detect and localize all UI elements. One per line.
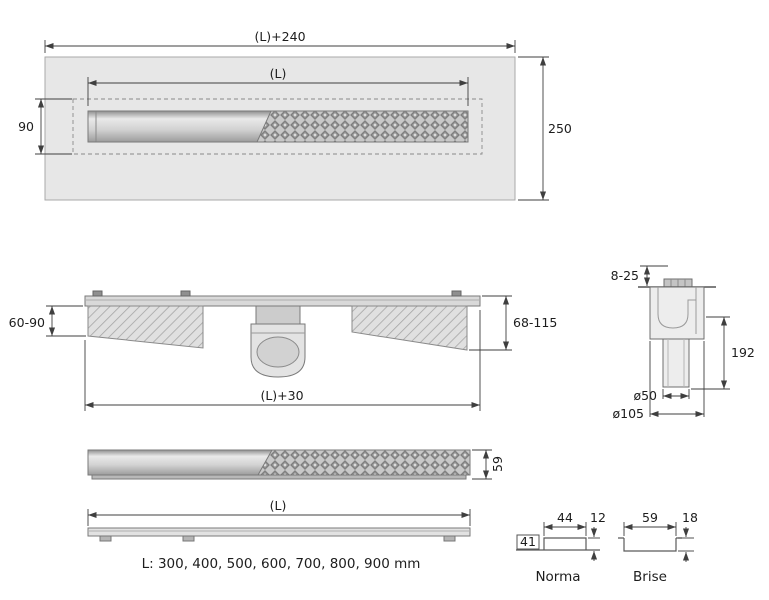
- dim-brise-width-label: 59: [642, 510, 658, 525]
- dim-body-diameter-label: ø105: [612, 406, 644, 421]
- dim-norma-height: 12: [588, 510, 606, 561]
- dim-strip-length-label: (L): [270, 498, 287, 513]
- profile-brise-label: Brise: [633, 569, 667, 585]
- dim-left-height: 60-90: [9, 305, 86, 337]
- dim-overall-length: (L)+240: [44, 29, 516, 53]
- grate-pattern-side: [257, 449, 471, 476]
- dim-flange-width: 90: [18, 98, 72, 155]
- length-note: L: 300, 400, 500, 600, 700, 800, 900 mm: [142, 556, 421, 572]
- dim-channel-height: 59: [472, 449, 505, 480]
- fixing-clip: [451, 290, 462, 297]
- front-view: 60-90 68-115 (L)+30: [9, 290, 557, 411]
- dim-section-height-label: 192: [731, 345, 755, 360]
- channel-base: [91, 474, 467, 480]
- dim-top-range: 8-25: [611, 265, 668, 286]
- dim-strip-length: (L): [87, 498, 471, 526]
- length-view: (L) L: 300, 400, 500, 600, 700, 800, 900…: [87, 498, 471, 572]
- dim-flange-width-label: 90: [18, 119, 34, 134]
- dim-right-height: 68-115: [469, 295, 557, 351]
- recess-outline: [72, 98, 483, 155]
- fixing-clip: [92, 290, 103, 297]
- dim-right-height-label: 68-115: [513, 315, 557, 330]
- support-wedge-right: [351, 305, 468, 351]
- profile-brise: 59 18 Brise: [618, 510, 698, 585]
- fixing-clip: [180, 290, 191, 297]
- dim-left-height-label: 60-90: [9, 315, 45, 330]
- norma-profile-shape: [543, 537, 587, 550]
- dim-brise-height: 18: [678, 510, 698, 562]
- support-foot: [99, 535, 112, 542]
- dim-outlet-diameter: ø50: [633, 388, 690, 403]
- dim-norma-height-label: 12: [590, 510, 606, 525]
- dim-assembly-length: (L)+30: [84, 310, 481, 411]
- dim-assembly-length-label: (L)+30: [260, 388, 303, 403]
- dim-norma-inner-label: 41: [520, 534, 536, 549]
- dim-channel-length: (L): [87, 66, 469, 106]
- side-view: 59: [87, 449, 505, 480]
- section-outlet-pipe: [662, 338, 690, 388]
- support-wedge-left: [87, 305, 204, 349]
- profile-norma-label: Norma: [535, 569, 580, 585]
- dim-outlet-diameter-label: ø50: [633, 388, 657, 403]
- section-view: 8-25 192 ø50 ø105: [611, 265, 755, 421]
- drain-collar: [255, 305, 301, 325]
- dim-depth-label: 250: [548, 121, 572, 136]
- dim-top-range-label: 8-25: [611, 268, 639, 283]
- channel-rail: [84, 295, 481, 307]
- section-trap-body: [649, 286, 705, 340]
- support-foot: [443, 535, 456, 542]
- boxed-dimension-frame: [516, 534, 540, 550]
- dim-norma-inner: 41: [516, 534, 540, 550]
- dim-norma-width-label: 44: [557, 510, 573, 525]
- support-foot: [182, 535, 195, 542]
- dim-depth: 250: [518, 56, 572, 201]
- grate-pattern-top: [256, 110, 469, 143]
- top-view: (L)+240 250 (L) 90: [18, 29, 572, 201]
- dim-body-diameter: ø105: [612, 341, 705, 421]
- dim-overall-length-label: (L)+240: [254, 29, 305, 44]
- dim-channel-length-label: (L): [270, 66, 287, 81]
- dim-brise-width: 59: [623, 510, 677, 536]
- drain-trap-bowl: [256, 336, 300, 368]
- dim-section-height: 192: [691, 316, 755, 390]
- dim-brise-height-label: 18: [682, 510, 698, 525]
- dim-channel-height-label: 59: [490, 456, 505, 472]
- channel-profile-strip: [87, 527, 471, 537]
- dim-norma-width: 44: [543, 510, 587, 536]
- profile-norma: 44 12 41 Norma: [516, 510, 606, 585]
- brise-profile-shape: [623, 538, 677, 552]
